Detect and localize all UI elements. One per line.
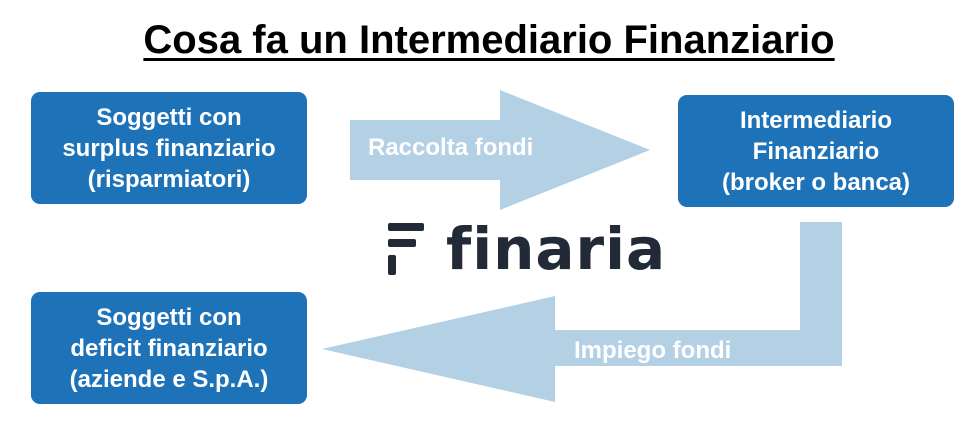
page-title: Cosa fa un Intermediario Finanziario [143, 18, 835, 62]
surplus-line-2: surplus finanziario [62, 134, 276, 162]
finaria-mark-icon [388, 223, 424, 275]
raccolta-fondi-arrow [350, 90, 650, 210]
deficit-line-2: deficit finanziario [70, 334, 268, 362]
surplus-node: Soggetti con surplus finanziario (rispar… [31, 92, 307, 204]
raccolta-fondi-label: Raccolta fondi [368, 134, 534, 161]
intermediary-line-3: (broker o banca) [721, 168, 911, 196]
intermediary-line-1: Intermediario [739, 106, 893, 134]
intermediary-node: Intermediario Finanziario (broker o banc… [678, 95, 954, 207]
deficit-line-1: Soggetti con [96, 303, 242, 331]
deficit-line-3: (aziende e S.p.A.) [69, 365, 269, 393]
intermediary-line-2: Finanziario [752, 137, 880, 165]
logo-wordmark: finaria [446, 215, 667, 283]
impiego-fondi-label: Impiego fondi [574, 337, 732, 364]
surplus-line-1: Soggetti con [96, 103, 242, 131]
deficit-node: Soggetti con deficit finanziario (aziend… [31, 292, 307, 404]
surplus-line-3: (risparmiatori) [87, 165, 251, 193]
impiego-fondi-arrow [322, 222, 842, 402]
finaria-logo: finaria [388, 220, 666, 278]
